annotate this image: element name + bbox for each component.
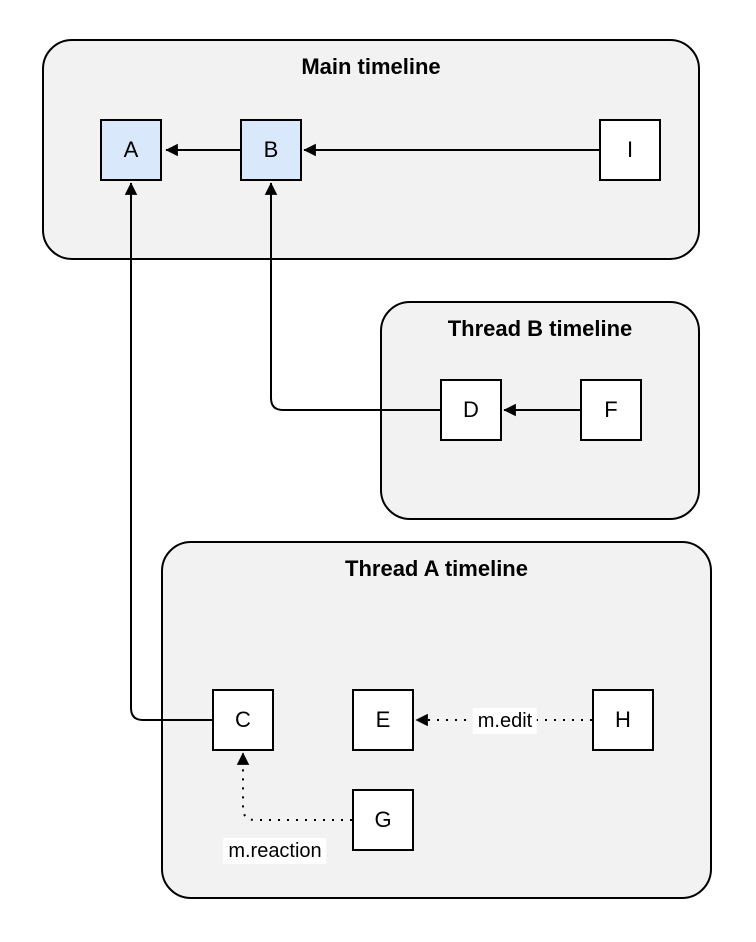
edge-label-m-edit: m.edit	[472, 708, 538, 734]
node-c-label: C	[235, 707, 251, 732]
node-h-label: H	[615, 707, 631, 732]
thread-a-timeline-title: Thread A timeline	[345, 556, 528, 581]
node-i-label: I	[626, 137, 634, 162]
thread-b-timeline-title: Thread B timeline	[447, 316, 633, 341]
node-f-label: F	[604, 397, 618, 422]
node-g-label: G	[374, 807, 392, 832]
node-f: F	[580, 379, 642, 441]
node-d-label: D	[463, 397, 479, 422]
node-a-label: A	[123, 137, 139, 162]
node-a: A	[100, 119, 162, 181]
edge-c-to-a	[124, 182, 212, 721]
node-i: I	[599, 119, 661, 181]
main-timeline-title: Main timeline	[301, 54, 441, 79]
node-b: B	[240, 119, 302, 181]
edge-g-to-c	[236, 752, 352, 821]
node-g: G	[352, 789, 414, 851]
node-c: C	[212, 689, 274, 751]
edge-d-to-b	[264, 182, 440, 411]
edge-label-m-reaction: m.reaction	[223, 838, 327, 864]
node-b-label: B	[263, 137, 279, 162]
node-d: D	[440, 379, 502, 441]
node-h: H	[592, 689, 654, 751]
node-e: E	[352, 689, 414, 751]
node-e-label: E	[375, 707, 391, 732]
